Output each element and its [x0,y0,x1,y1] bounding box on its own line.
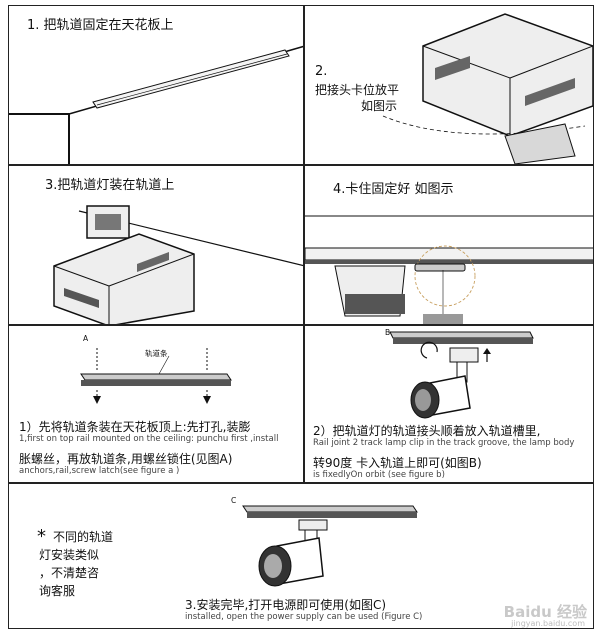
figure-c-label: C [231,496,237,505]
figure-b-zh-1: 2）把轨道灯的轨道接头顺着放入轨道槽里, [313,424,541,438]
step-2-number: 2. [315,64,328,79]
note-line-2: 灯安装类似 [39,548,100,562]
panel-step-4: 4.卡住固定好 如图示 [304,165,594,325]
panel-step-1: 1. 把轨道固定在天花板上 [8,5,304,165]
figure-a-en-1: 1,first on top rail mounted on the ceili… [19,434,279,444]
figure-a-zh-2: 胀螺丝，再放轨道条,用螺丝锁住(见图A) [19,452,233,466]
figure-a-en-2: anchors,rail,screw latch(see figure a ) [19,466,180,476]
step-4-title: 4.卡住固定好 如图示 [333,182,454,197]
rail-on-ceiling-illustration [9,45,303,164]
figure-b-en-2: is fixedlyOn orbit (see figure b) [313,470,445,480]
panel-figure-a: A 轨道条 1）先将轨道条装在天花板顶上:先打孔,装膨 1,first on t… [8,325,304,483]
figure-c-zh: 3.安装完毕,打开电源即可使用(如图C) [185,598,387,612]
figure-a-illustration [80,348,232,404]
note-asterisk: * [37,526,46,547]
figure-b-illustration [389,331,534,419]
step-2-line-2: 如图示 [361,99,398,113]
locked-connector-illustration [305,215,593,324]
figure-b-en-1: Rail joint 2 track lamp clip in the trac… [313,438,575,448]
panel-figure-b: B 2）把轨道灯的轨道接头顺着放入轨道槽里, Rail joint 2 trac… [304,325,594,483]
figure-a-zh-1: 1）先将轨道条装在天花板顶上:先打孔,装膨 [19,420,251,434]
step-1-title: 1. 把轨道固定在天花板上 [27,18,174,33]
baidu-watermark: Baidu 经验 [503,603,587,621]
figure-b-label: B [385,328,391,337]
figure-c-illustration [242,505,418,587]
connector-illustration [382,13,593,164]
panel-step-3: 3.把轨道灯装在轨道上 [8,165,304,325]
step-2-line-1: 把接头卡位放平 [315,83,400,97]
baidu-watermark-url: jingyan.baidu.com [511,619,585,628]
panel-step-2: 2. 把接头卡位放平 如图示 [304,5,594,165]
note-line-1: 不同的轨道 [53,530,114,544]
figure-c-en: installed, open the power supply can be … [185,612,423,622]
step-3-title: 3.把轨道灯装在轨道上 [45,178,175,193]
panel-figure-c: * 不同的轨道 灯安装类似 ，不清楚咨 询客服 C 3.安装完毕,打开电源即可使… [8,483,594,629]
note-line-3: ，不清楚咨 [39,566,100,580]
note-line-4: 询客服 [39,584,76,598]
lamp-on-rail-illustration [53,205,303,324]
figure-a-label: A [83,334,89,343]
rail-label: 轨道条 [145,349,168,358]
figure-b-zh-2: 转90度 卡入轨道上即可(如图B) [313,456,482,470]
